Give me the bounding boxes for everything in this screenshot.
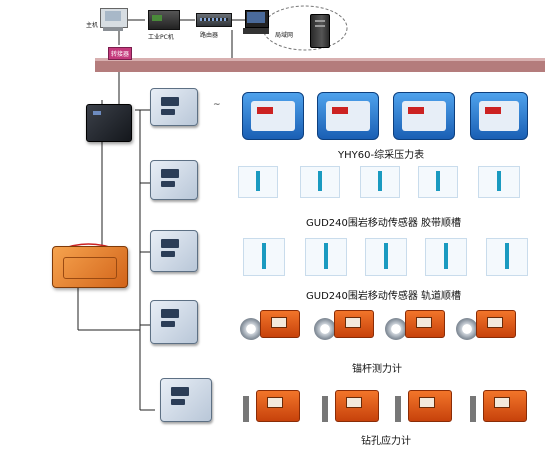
- lan-cloud: [262, 5, 348, 51]
- pressure-gauge-3: [393, 92, 455, 140]
- displacement-sensor-10: [486, 238, 528, 276]
- host-label: 主机: [86, 22, 99, 29]
- dynamometer-dial-4: [456, 318, 478, 340]
- substation-box-3: [150, 230, 198, 272]
- dynamometer-3: [405, 310, 445, 338]
- network-backbone-bar: [95, 58, 545, 72]
- lan-label: 局域网: [275, 32, 294, 39]
- displacement-sensor-9: [425, 238, 467, 276]
- dynamometer-4: [476, 310, 516, 338]
- network-switch-icon: [196, 13, 232, 27]
- dynamometer-dial-2: [314, 318, 336, 340]
- displacement-sensor-2: [300, 166, 340, 198]
- displacement-sensor-7: [305, 238, 347, 276]
- stress-meter-1: [256, 390, 300, 422]
- pressure-gauge-1: [242, 92, 304, 140]
- displacement-sensor-6: [243, 238, 285, 276]
- host-computer-icon: [100, 8, 128, 32]
- server-tower-icon: [310, 14, 330, 48]
- workstation-icon: [243, 10, 269, 36]
- displacement-sensor-4: [418, 166, 458, 198]
- mine-switch-box: [86, 104, 132, 142]
- substation-box-5: [160, 378, 212, 422]
- industrial-pc-icon: [148, 10, 180, 30]
- substation-box-4: [150, 300, 198, 344]
- dynamometer-dial-3: [385, 318, 407, 340]
- industrial-pc-label: 工业PC机: [148, 34, 174, 41]
- caption-row-2: GUD240围岩移动传感器 胶带顺槽: [306, 218, 462, 229]
- dynamometer-1: [260, 310, 300, 338]
- interface-tag: 转接器: [108, 47, 133, 60]
- borehole-probe-4: [470, 396, 476, 422]
- stress-meter-2: [335, 390, 379, 422]
- borehole-probe-2: [322, 396, 328, 422]
- switch-label: 路由器: [200, 32, 219, 39]
- displacement-sensor-1: [238, 166, 278, 198]
- stress-meter-4: [483, 390, 527, 422]
- substation-box-1: [150, 88, 198, 126]
- displacement-sensor-3: [360, 166, 400, 198]
- borehole-probe-1: [243, 396, 249, 422]
- borehole-probe-3: [395, 396, 401, 422]
- caption-row-1: YHY60-综采压力表: [338, 150, 425, 161]
- stress-meter-3: [408, 390, 452, 422]
- substation-box-2: [150, 160, 198, 200]
- pressure-gauge-2: [317, 92, 379, 140]
- displacement-sensor-5: [478, 166, 520, 198]
- caption-row-4: 锚杆测力计: [352, 364, 402, 375]
- displacement-sensor-8: [365, 238, 407, 276]
- caption-row-3: GUD240围岩移动传感器 轨道顺槽: [306, 291, 462, 302]
- power-hub-box: [52, 246, 128, 288]
- backbone-highlight: [95, 58, 545, 61]
- wireless-signal-icon: ~: [213, 100, 221, 110]
- dynamometer-dial-1: [240, 318, 262, 340]
- caption-row-5: 钻孔应力计: [361, 436, 411, 447]
- pressure-gauge-4: [470, 92, 528, 140]
- dynamometer-2: [334, 310, 374, 338]
